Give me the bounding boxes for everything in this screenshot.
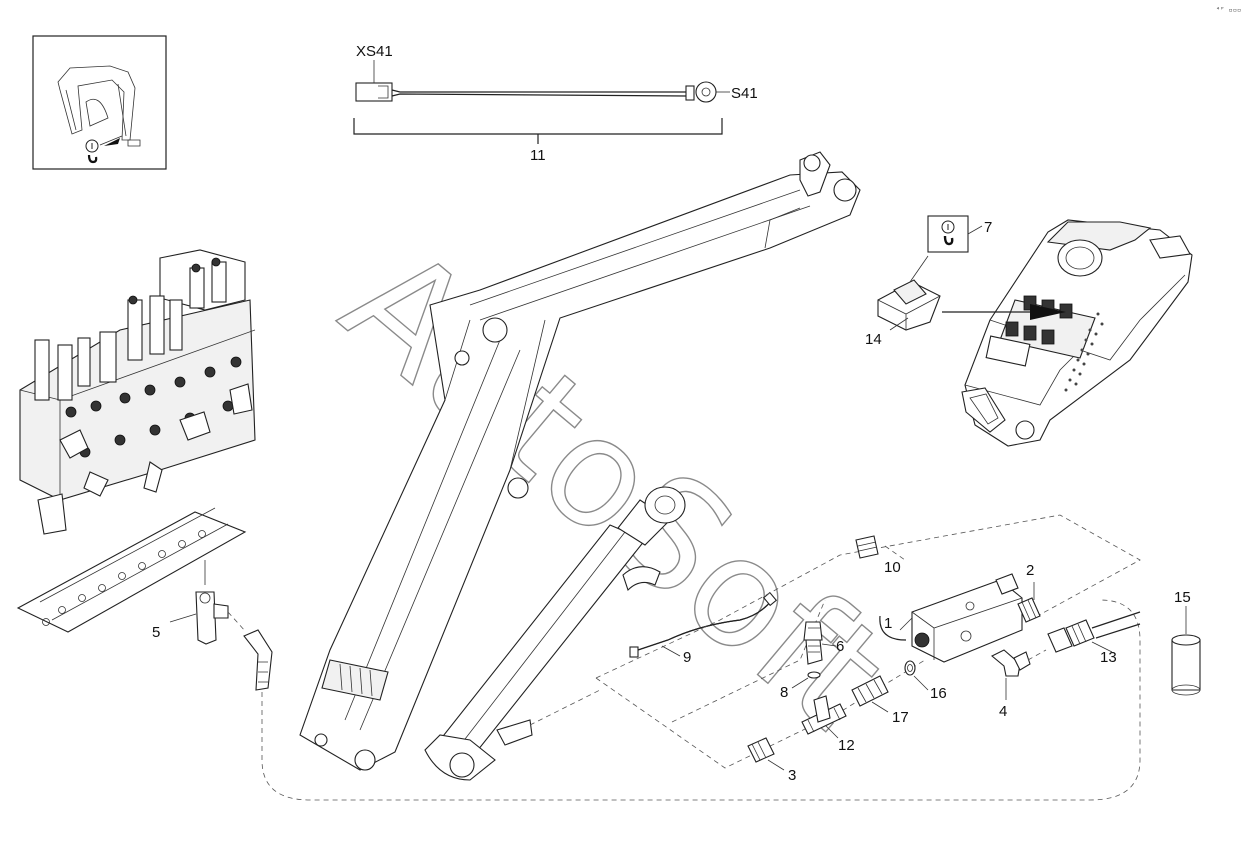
hose-elbow [227, 599, 1141, 801]
tee-fitting-12: 12 [801, 695, 855, 754]
sleeve-15: 15 [1171, 589, 1201, 696]
callout-3: 3 [788, 767, 796, 784]
connector-xs41-label: XS41 [356, 43, 393, 60]
callout-6: 6 [836, 638, 844, 655]
connector-s41-label: S41 [731, 85, 758, 102]
callout-9: 9 [683, 649, 691, 666]
callout-13: 13 [1100, 649, 1117, 666]
callout-14: 14 [865, 331, 882, 348]
callout-11: 11 [530, 147, 546, 164]
callout-2: 2 [1026, 562, 1034, 579]
hose-9: 9 [629, 591, 778, 666]
wiring-harness-11: XS41 S41 11 [353, 43, 758, 164]
control-valve-block [19, 249, 256, 535]
lift-hook-icon [941, 220, 955, 246]
washer-8: 8 [780, 671, 821, 701]
callout-17: 17 [892, 709, 909, 726]
switch-14: 14 [865, 255, 941, 348]
valve-block-1: 1 [879, 573, 1023, 663]
callout-16: 16 [930, 685, 947, 702]
corner-mark: ⁴ᴾ ▫▫▫ [1216, 6, 1241, 14]
callout-7: 7 [984, 219, 992, 236]
callout-4: 4 [999, 703, 1007, 720]
callout-12: 12 [838, 737, 855, 754]
fitting-10: 10 [855, 535, 901, 576]
lift-hook-icon [85, 139, 99, 164]
callout-1: 1 [884, 615, 892, 632]
fitting-3: 3 [747, 737, 796, 784]
fitting-2: 2 [1017, 562, 1041, 623]
hose-13: 13 [1047, 611, 1141, 666]
washer-16: 16 [904, 660, 947, 702]
hydraulic-cylinder [424, 486, 686, 781]
fitting-6: 6 [803, 621, 844, 665]
overview-inset [32, 35, 167, 170]
callout-8: 8 [780, 684, 788, 701]
joystick-handle [942, 219, 1193, 447]
callout-5: 5 [152, 624, 160, 641]
elbow-4: 4 [991, 649, 1047, 720]
boom-arm [299, 151, 861, 771]
callout-15: 15 [1174, 589, 1191, 606]
callout-10: 10 [884, 559, 901, 576]
hook-symbol-7: 7 [927, 215, 992, 253]
tee-fitting-5: 5 [152, 560, 229, 645]
gasket-plate [16, 507, 247, 633]
fitting-17: 17 [851, 675, 909, 726]
